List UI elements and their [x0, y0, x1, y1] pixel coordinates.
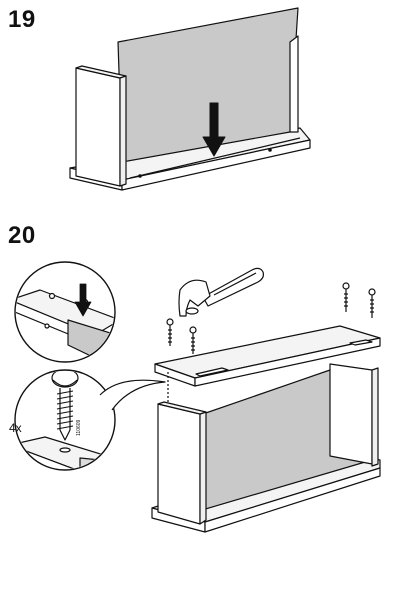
small-down-arrow-icon	[74, 283, 92, 317]
step-number-19: 19	[8, 6, 36, 33]
step19-cabinet	[69, 7, 311, 191]
hammer-icon	[178, 267, 265, 317]
part-code-label: 110609	[76, 419, 82, 436]
screw-icon-4	[368, 288, 376, 318]
screw-icon-3	[342, 282, 350, 312]
down-arrow-icon	[202, 102, 226, 157]
step20-cabinet	[151, 267, 381, 533]
screw-icon-1	[166, 318, 174, 346]
detail-circle-top	[14, 261, 116, 363]
quantity-label: 4x	[9, 421, 22, 435]
screw-icon	[51, 371, 79, 441]
detail-circle-screw	[14, 369, 116, 471]
step-number-20: 20	[8, 222, 36, 249]
screw-icon-2	[189, 326, 197, 354]
callout-tail	[99, 379, 166, 411]
